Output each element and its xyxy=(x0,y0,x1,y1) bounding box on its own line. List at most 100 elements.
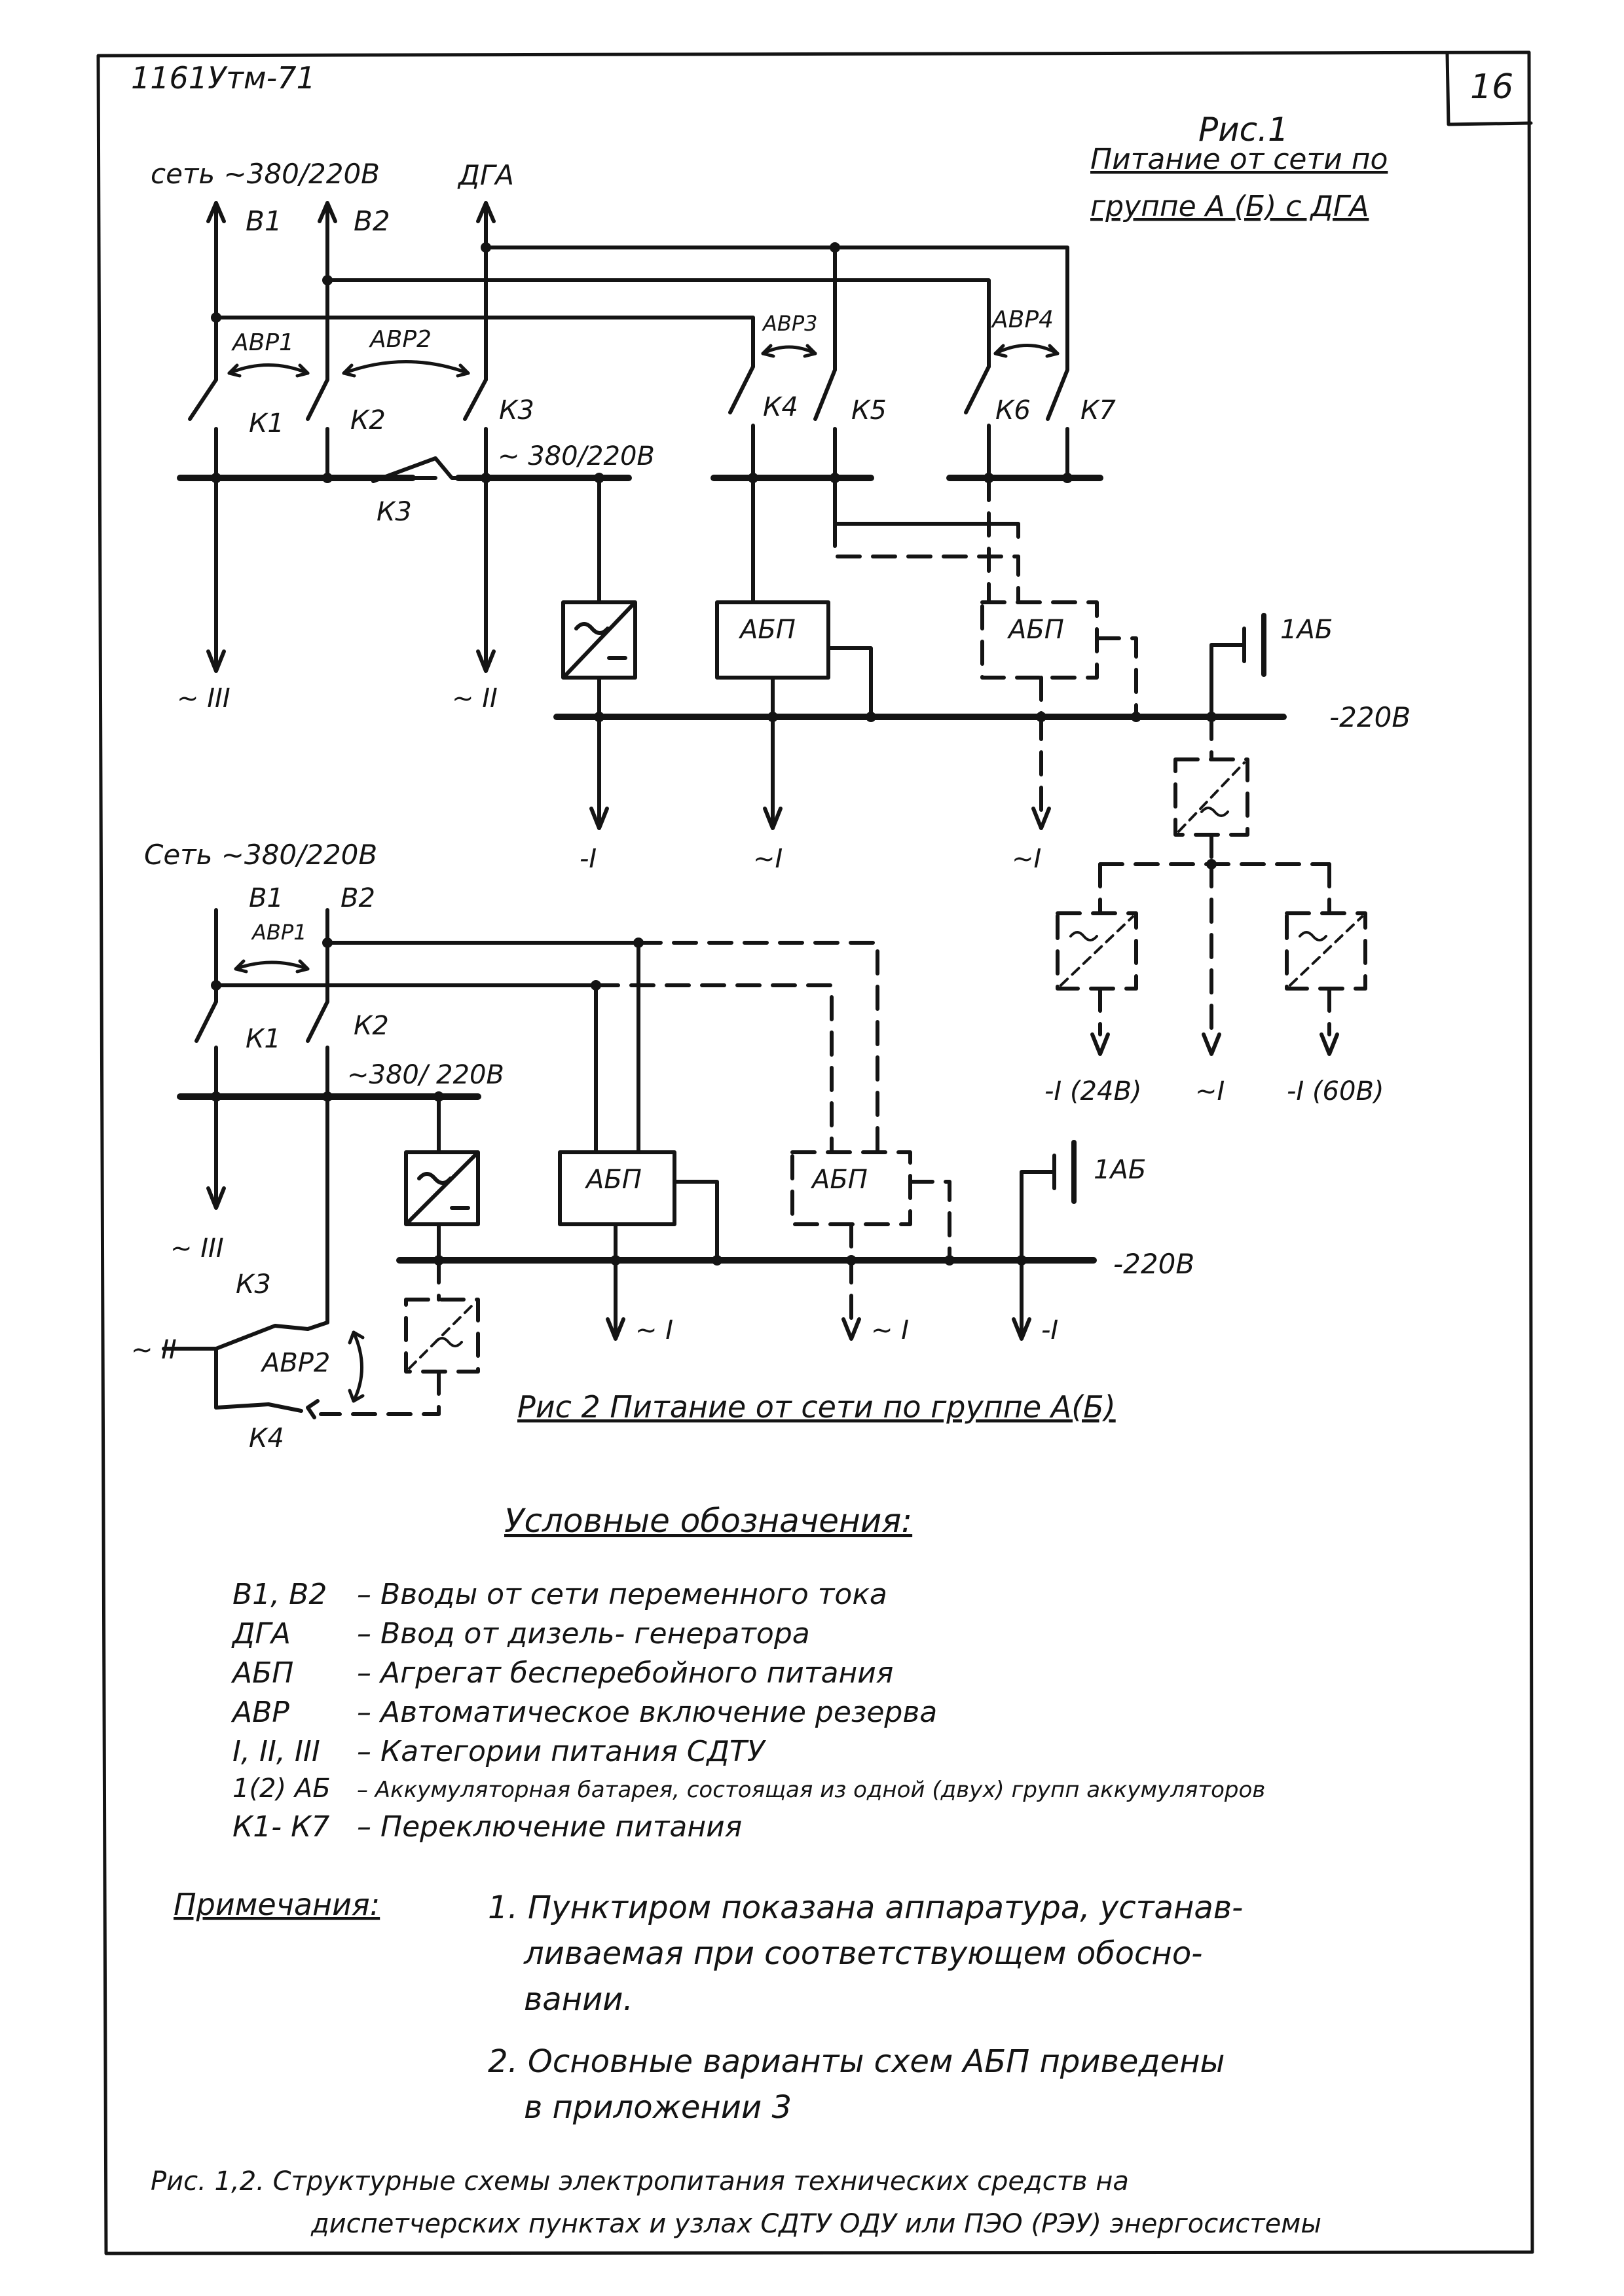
fig1-out-cat2: ~ II xyxy=(452,683,498,714)
note-1-line-1: 1. Пунктиром показана аппаратура, устана… xyxy=(488,1889,1243,1926)
legend-desc: – Ввод от дизель- генератора xyxy=(357,1617,810,1650)
fig1-switches xyxy=(188,365,1069,480)
fig2-k4-label: К4 xyxy=(249,1423,284,1453)
fig1-ac-outputs xyxy=(206,476,496,673)
fig1-out-ac2: ~I xyxy=(1012,844,1041,874)
legend-term: В1, В2 xyxy=(232,1578,327,1611)
fig1-bus-voltage: ~ 380/220В xyxy=(498,441,655,471)
fig1-battery-label: 1АБ xyxy=(1280,615,1333,645)
fig2-battery-label: 1АБ xyxy=(1094,1155,1146,1185)
fig1-out-60v: -I (60В) xyxy=(1287,1076,1384,1106)
fig1-k1-label: К1 xyxy=(249,409,284,439)
legend-term: ДГА xyxy=(231,1617,291,1650)
fig2-abp-main xyxy=(558,1150,719,1262)
fig1-input-b2-label: В2 xyxy=(354,205,390,237)
fig1-avr3-label: АВР3 xyxy=(762,311,818,336)
fig1-caption-line1: Питание от сети по xyxy=(1090,143,1388,176)
legend-term: АВР xyxy=(231,1696,289,1729)
fig2-out-a: ~ I xyxy=(635,1315,673,1345)
fig1-feeders xyxy=(206,201,1069,382)
fig1-abp-optional xyxy=(833,476,1138,719)
legend-term: 1(2) АБ xyxy=(232,1774,331,1804)
fig2-k2-label: К2 xyxy=(354,1011,389,1041)
fig2-dc-outputs xyxy=(606,1258,1031,1341)
fig2-inverter-optional xyxy=(319,1258,480,1416)
legend-desc: – Агрегат бесперебойного питания xyxy=(357,1656,893,1690)
fig1-abp-main xyxy=(715,476,1020,719)
fig1-k7-label: К7 xyxy=(1080,395,1116,426)
fig1-out-cat3: ~ III xyxy=(177,683,231,714)
legend-desc: – Переключение питания xyxy=(357,1810,742,1844)
legend-title: Условные обозначения: xyxy=(504,1502,912,1540)
fig1-inverter-branch xyxy=(1056,715,1367,1036)
fig2-rectifier xyxy=(404,1095,480,1262)
page-number-box xyxy=(1445,52,1533,126)
fig2-k3-k4-switches xyxy=(162,1095,329,1419)
fig2-input-b2-label: В2 xyxy=(341,883,375,913)
fig1-avr-arcs xyxy=(227,344,1060,378)
fig1-dc-outputs xyxy=(589,715,783,830)
fig1-k5-label: К5 xyxy=(851,395,887,426)
document-code: 1161Утм-71 xyxy=(131,60,316,96)
fig2-avr1-label: АВР1 xyxy=(251,920,307,945)
page-number: 16 xyxy=(1470,67,1513,107)
notes-title: Примечания: xyxy=(174,1887,380,1922)
footer-caption-line2: диспетчерских пунктах и узлах СДТУ ОДУ и… xyxy=(310,2209,1321,2239)
legend-desc: – Автоматическое включение резерва xyxy=(357,1696,937,1729)
fig1-rectifier xyxy=(561,476,637,719)
note-2-line-2: в приложении 3 xyxy=(524,2089,792,2126)
fig1-abp-optional-label: АБП xyxy=(1006,615,1064,645)
fig2-k1-label: К1 xyxy=(246,1024,281,1054)
fig1-k4-label: К4 xyxy=(763,392,798,422)
fig1-dga-label: ДГА xyxy=(457,159,514,191)
fig1-junctions xyxy=(211,242,840,323)
fig1-out-ac1: ~I xyxy=(753,844,783,874)
note-1-line-2: ливаемая при соответствующем обосно- xyxy=(523,1935,1203,1972)
fig2-input-b1-label: В1 xyxy=(249,883,284,913)
fig2-abp-optional xyxy=(790,1150,951,1262)
fig1-abp-main-label: АБП xyxy=(738,615,796,645)
legend-term: АБП xyxy=(231,1656,293,1690)
fig2-avr2-arc xyxy=(348,1330,365,1403)
fig1-converter-arrows xyxy=(1090,1032,1339,1056)
legend-desc: – Вводы от сети переменного тока xyxy=(357,1578,887,1611)
note-1-line-3: вании. xyxy=(524,1981,633,2018)
fig1-inverter-junction xyxy=(1206,859,1217,869)
footer-caption-line1: Рис. 1,2. Структурные схемы электропитан… xyxy=(151,2166,1129,2196)
fig1-k3-tie-label: К3 xyxy=(377,497,412,527)
fig1-avr1-label: АВР1 xyxy=(231,329,294,356)
fig2-switches xyxy=(194,1000,329,1099)
legend-list: В1, В2 – Вводы от сети переменного тока … xyxy=(231,1578,1265,1844)
fig2-out-b: ~ I xyxy=(871,1315,909,1345)
fig1-k3-tie-switch xyxy=(371,456,460,483)
fig1-out-inverter: ~I xyxy=(1195,1076,1225,1106)
fig2-k3-label: К3 xyxy=(236,1269,271,1300)
fig1-dc-bus-label: -220В xyxy=(1329,701,1411,733)
fig2-avr1-arc xyxy=(234,959,310,974)
fig2-out-cat3: ~ III xyxy=(170,1233,224,1264)
fig1-caption: Рис.1 Питание от сети по группе А (Б) с … xyxy=(1090,111,1388,223)
fig1-avr2-label: АВР2 xyxy=(369,326,432,353)
fig1-k6-label: К6 xyxy=(995,395,1031,426)
fig1-caption-line2: группе А (Б) с ДГА xyxy=(1090,190,1369,223)
fig1-converter-symbols xyxy=(1060,761,1363,987)
fig2-source-label: Сеть ~380/220В xyxy=(144,839,377,871)
fig1-battery xyxy=(1209,613,1266,719)
fig2-optional-feed xyxy=(594,941,879,1154)
fig2-bus-voltage: ~380/ 220В xyxy=(347,1060,504,1090)
fig2-out-cat3-line xyxy=(206,1095,226,1210)
legend-desc: – Аккумуляторная батарея, состоящая из о… xyxy=(357,1777,1265,1803)
fig2-caption: Рис 2 Питание от сети по группе А(Б) xyxy=(517,1389,1116,1425)
legend-term: I, II, III xyxy=(232,1735,320,1768)
fig1-k2-label: К2 xyxy=(350,405,386,435)
fig1-source-label: сеть ~380/220В xyxy=(151,158,380,190)
fig2-out-cat2: ~ II xyxy=(131,1335,177,1365)
fig2-dc-bus-label: -220В xyxy=(1113,1248,1194,1280)
fig1-avr4-label: АВР4 xyxy=(991,306,1054,333)
fig1-input-b1-label: В1 xyxy=(246,205,282,237)
fig2-abp-main-label: АБП xyxy=(584,1165,642,1195)
fig2-battery xyxy=(1020,1140,1077,1262)
notes-list: 1. Пунктиром показана аппаратура, устана… xyxy=(488,1889,1243,2126)
